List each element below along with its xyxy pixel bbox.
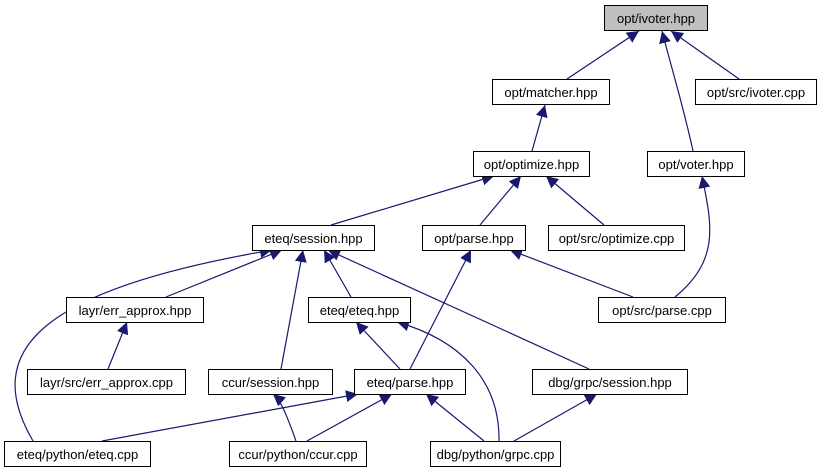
node-opt-matcher-hpp[interactable]: opt/matcher.hpp: [492, 79, 610, 105]
edge-python-eteq-to-session: [14, 246, 273, 442]
node-ccur-python-ccur-cpp[interactable]: ccur/python/ccur.cpp: [229, 441, 367, 467]
edge-err-approx-to-session: [165, 248, 283, 298]
edge-grpc-session-to-session: [327, 249, 590, 370]
edge-src-parse-to-parse: [509, 248, 634, 298]
edge-eteq-parse-to-parse: [409, 249, 472, 370]
edge-parse-to-optimize: [479, 175, 522, 226]
edge-voter-to-ivoter: [659, 30, 694, 152]
node-opt-ivoter-hpp: opt/ivoter.hpp: [604, 5, 708, 31]
node-eteq-session-hpp[interactable]: eteq/session.hpp: [252, 225, 375, 251]
edge-python-ccur-to-ccur-session: [272, 393, 297, 442]
edge-src-err-approx-to-err-approx: [107, 321, 129, 370]
node-opt-optimize-hpp[interactable]: opt/optimize.hpp: [473, 151, 590, 177]
node-dbg-grpc-session-hpp[interactable]: dbg/grpc/session.hpp: [532, 369, 688, 395]
node-dbg-python-grpc-cpp[interactable]: dbg/python/grpc.cpp: [430, 441, 561, 467]
node-eteq-parse-hpp[interactable]: eteq/parse.hpp: [354, 369, 466, 395]
edge-optimize-to-matcher: [531, 104, 548, 152]
edge-python-grpc-to-eteq: [396, 319, 500, 442]
edge-eteq-parse-to-eteq: [355, 321, 401, 370]
node-layr-err-approx-hpp[interactable]: layr/err_approx.hpp: [66, 297, 204, 323]
edge-python-ccur-to-eteq-parse: [306, 393, 393, 442]
node-opt-src-ivoter-cpp[interactable]: opt/src/ivoter.cpp: [695, 79, 817, 105]
edge-ccur-session-to-session: [280, 249, 307, 370]
edge-src-ivoter-to-ivoter: [670, 30, 740, 80]
edge-src-parse-to-voter: [674, 175, 711, 298]
node-layr-src-err-approx-cpp[interactable]: layr/src/err_approx.cpp: [27, 369, 186, 395]
node-opt-src-parse-cpp[interactable]: opt/src/parse.cpp: [598, 297, 726, 323]
edge-eteq-to-session: [323, 249, 352, 298]
edge-session-to-optimize: [330, 173, 495, 226]
edge-python-grpc-to-grpc-session: [513, 393, 598, 442]
node-ccur-session-hpp[interactable]: ccur/session.hpp: [208, 369, 333, 395]
edge-matcher-to-ivoter: [566, 30, 640, 80]
edge-src-optimize-to-optimize: [545, 175, 605, 226]
node-eteq-python-eteq-cpp[interactable]: eteq/python/eteq.cpp: [4, 441, 151, 467]
node-opt-parse-hpp[interactable]: opt/parse.hpp: [422, 225, 526, 251]
edge-python-grpc-to-eteq-parse: [425, 393, 485, 442]
node-opt-src-optimize-cpp[interactable]: opt/src/optimize.cpp: [548, 225, 685, 251]
edge-python-eteq-to-eteq-parse: [101, 390, 359, 442]
node-eteq-eteq-hpp[interactable]: eteq/eteq.hpp: [308, 297, 411, 323]
node-opt-voter-hpp[interactable]: opt/voter.hpp: [647, 151, 745, 177]
